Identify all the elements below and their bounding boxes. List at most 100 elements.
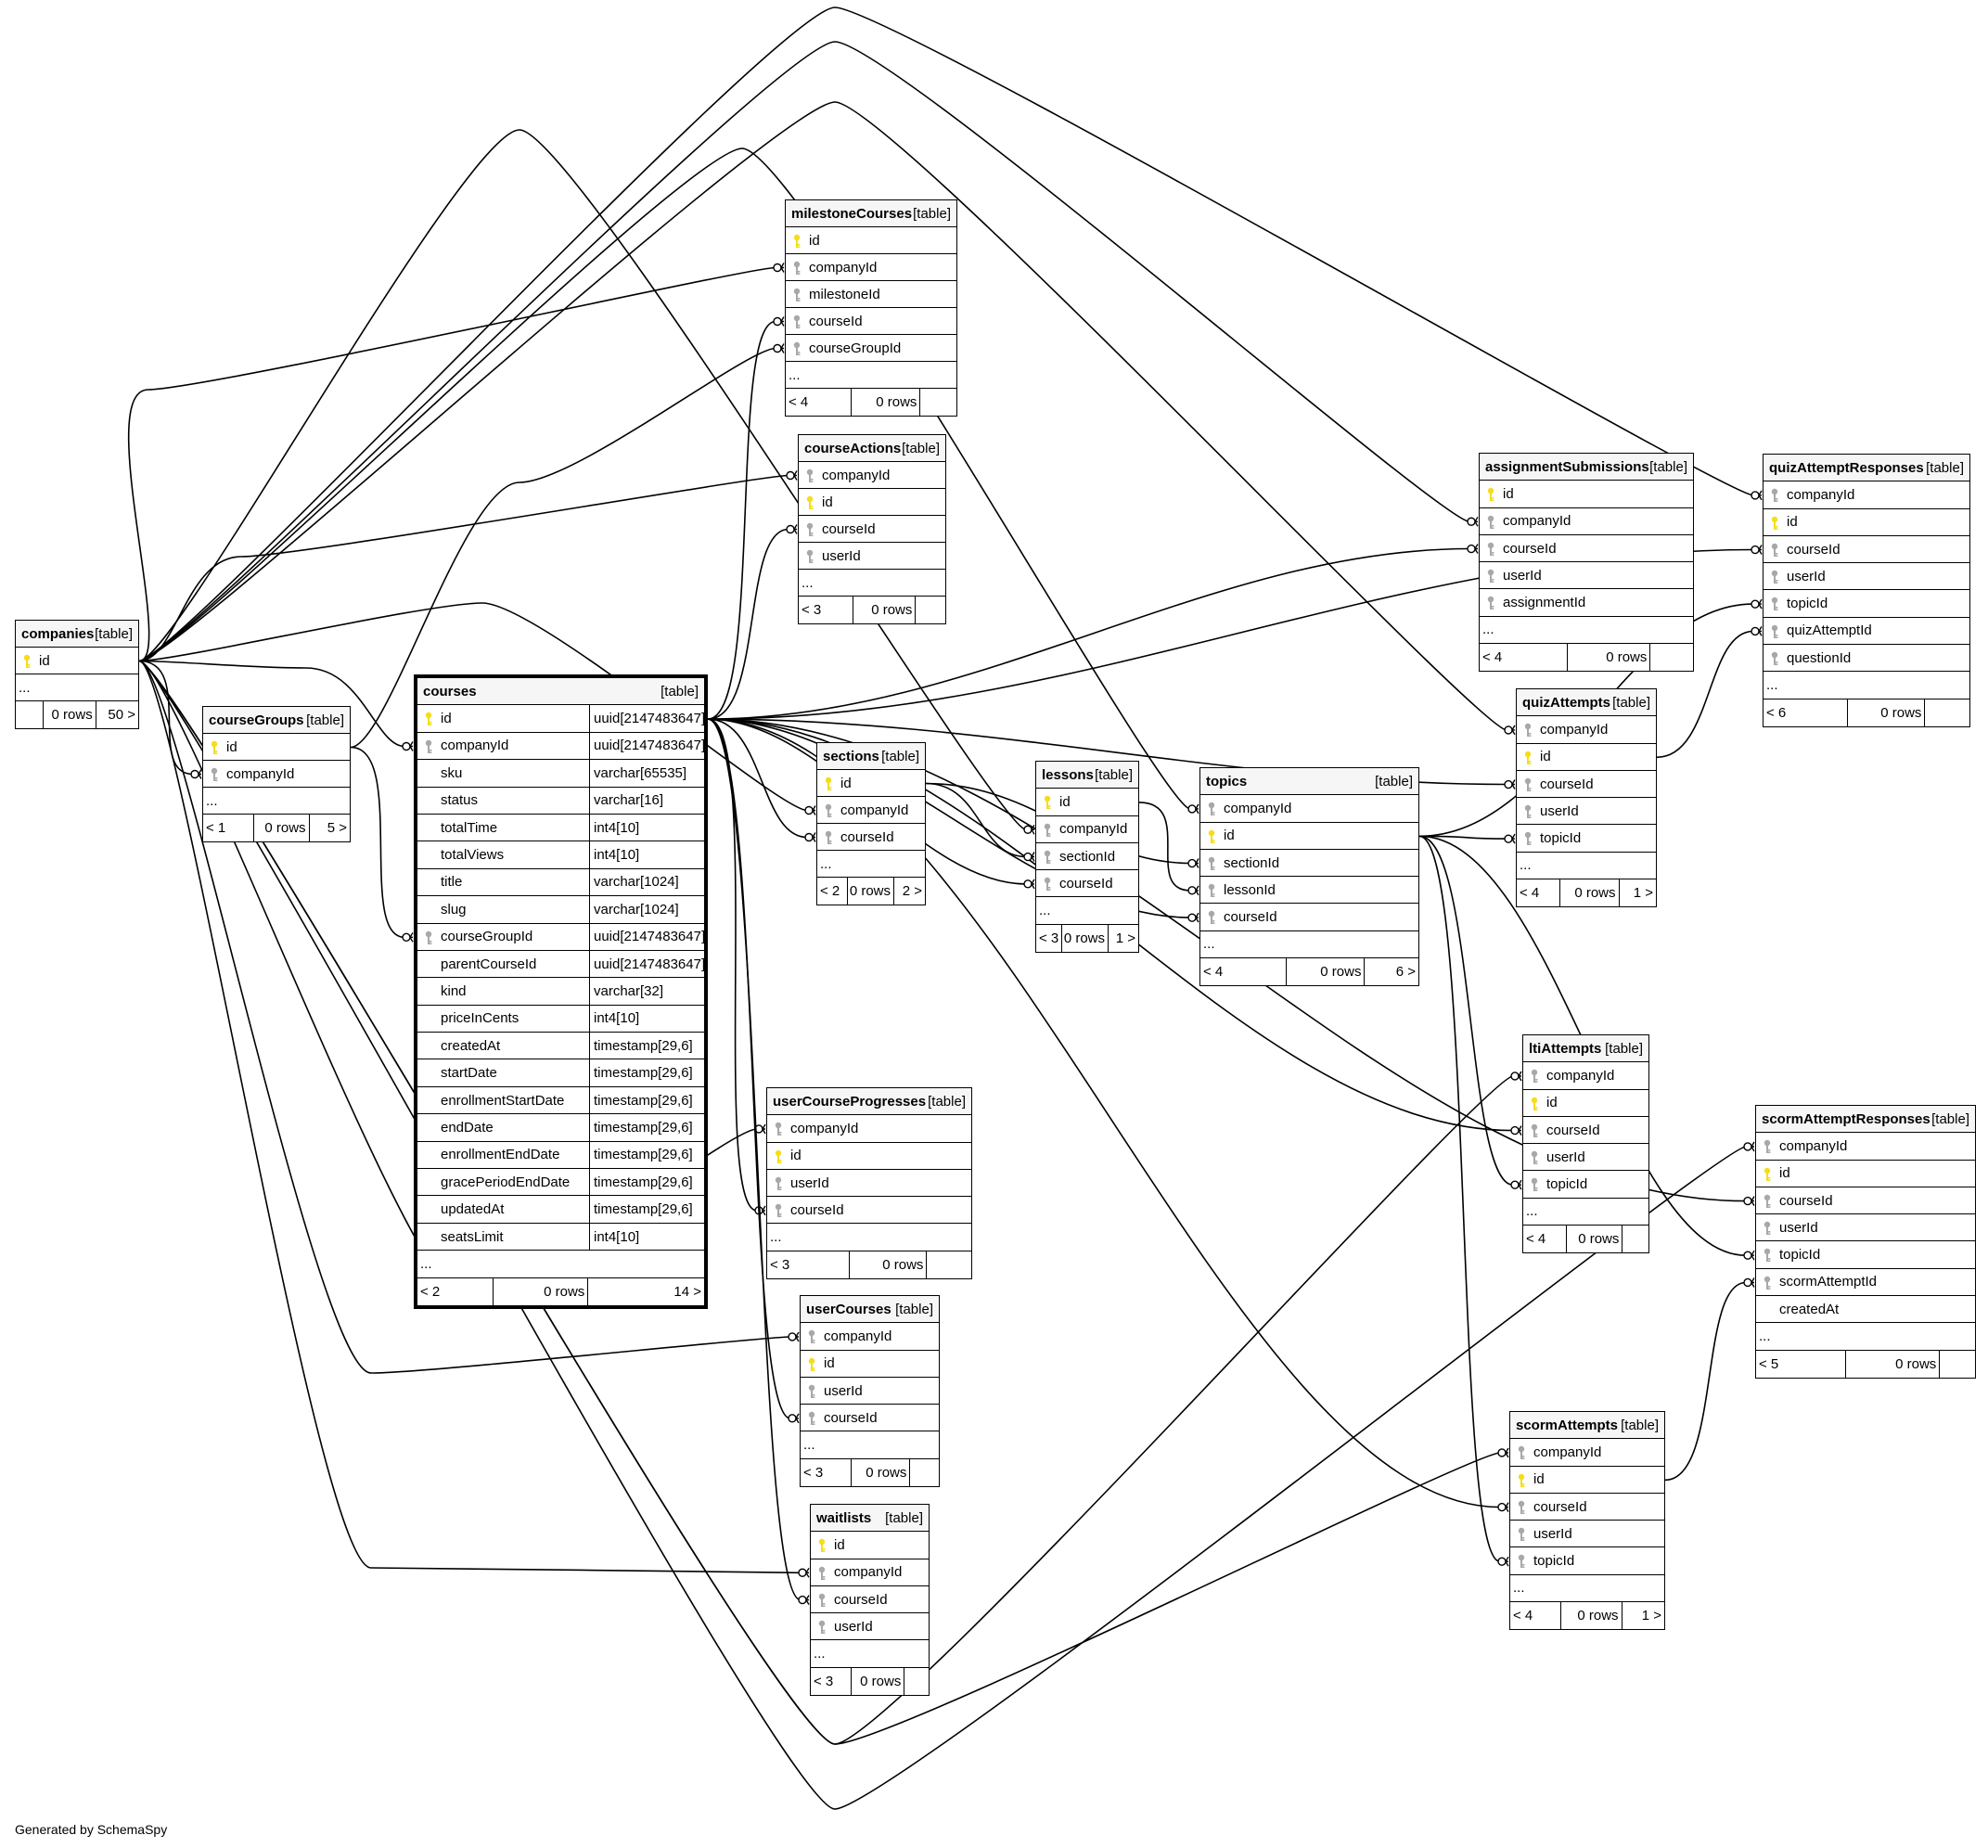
column-row-courseId[interactable]: courseId bbox=[811, 1586, 929, 1614]
column-row-companyId[interactable]: companyId bbox=[811, 1559, 929, 1586]
children-count[interactable] bbox=[1622, 1226, 1648, 1252]
column-row-courseId[interactable]: courseId bbox=[1756, 1187, 1975, 1215]
column-row-courseId[interactable]: courseId bbox=[1510, 1494, 1664, 1521]
parents-count[interactable] bbox=[16, 701, 44, 728]
parents-count[interactable]: < 5 bbox=[1756, 1350, 1847, 1378]
column-row-companyId[interactable]: companyId bbox=[1523, 1062, 1648, 1090]
parents-count[interactable]: < 2 bbox=[417, 1277, 494, 1305]
column-row-userId[interactable]: userId bbox=[799, 543, 945, 570]
children-count[interactable] bbox=[1925, 699, 1969, 726]
column-row-questionId[interactable]: questionId bbox=[1764, 645, 1969, 673]
column-row-lessonId[interactable]: lessonId bbox=[1200, 877, 1418, 905]
parents-count[interactable]: < 3 bbox=[799, 597, 854, 623]
column-row-courseId[interactable]: courseId bbox=[1517, 771, 1656, 799]
column-row-assignmentId[interactable]: assignmentId bbox=[1480, 589, 1693, 617]
more-columns[interactable]: ... bbox=[1200, 931, 1418, 959]
more-columns[interactable]: ... bbox=[16, 674, 138, 701]
more-columns[interactable]: ... bbox=[1036, 897, 1138, 925]
column-row-createdAt[interactable]: createdAt bbox=[1756, 1296, 1975, 1324]
children-count[interactable]: 14 > bbox=[673, 1283, 701, 1300]
parents-count[interactable]: < 3 bbox=[767, 1251, 851, 1279]
more-columns[interactable]: ... bbox=[817, 851, 925, 878]
parents-count[interactable]: < 2 bbox=[817, 878, 849, 905]
column-row-id[interactable]: id bbox=[799, 489, 945, 516]
parents-count[interactable]: < 4 bbox=[1510, 1602, 1562, 1630]
column-row-id[interactable]: id bbox=[811, 1532, 929, 1559]
parents-count[interactable]: < 6 bbox=[1764, 699, 1849, 726]
more-columns[interactable]: ... bbox=[767, 1224, 971, 1251]
column-row-courseId[interactable]: courseId bbox=[767, 1197, 971, 1225]
column-row-quizAttemptId[interactable]: quizAttemptId bbox=[1764, 618, 1969, 646]
column-row-id[interactable]: id bbox=[1517, 744, 1656, 771]
parents-count[interactable]: < 4 bbox=[1517, 879, 1561, 907]
children-count[interactable] bbox=[916, 597, 945, 623]
column-row-userId[interactable]: userId bbox=[1510, 1521, 1664, 1548]
more-columns[interactable]: ... bbox=[786, 362, 956, 389]
column-row-courseId[interactable]: courseId bbox=[1523, 1117, 1648, 1145]
more-columns[interactable]: ... bbox=[801, 1431, 939, 1459]
column-row-courseId[interactable]: courseId bbox=[1764, 536, 1969, 564]
parents-count[interactable]: < 3 bbox=[1036, 924, 1062, 953]
children-count[interactable]: 2 > bbox=[902, 883, 922, 899]
column-row-userId[interactable]: userId bbox=[1764, 563, 1969, 591]
children-count[interactable]: 1 > bbox=[1633, 885, 1653, 902]
column-row-topicId[interactable]: topicId bbox=[1756, 1241, 1975, 1269]
column-row-sectionId[interactable]: sectionId bbox=[1036, 843, 1138, 871]
children-count[interactable] bbox=[920, 389, 956, 416]
parents-count[interactable]: < 3 bbox=[801, 1458, 853, 1487]
children-count[interactable]: 1 > bbox=[1115, 930, 1135, 946]
column-row-milestoneId[interactable]: milestoneId bbox=[786, 281, 956, 308]
more-columns[interactable]: ... bbox=[799, 570, 945, 597]
column-row-companyId[interactable]: companyId bbox=[1200, 795, 1418, 823]
more-columns[interactable]: ... bbox=[811, 1640, 929, 1668]
column-row-topicId[interactable]: topicId bbox=[1764, 590, 1969, 618]
column-row-companyId[interactable]: companyId bbox=[1756, 1133, 1975, 1161]
column-row-courseId[interactable]: courseId bbox=[801, 1405, 939, 1432]
column-row-companyId[interactable]: companyId bbox=[786, 254, 956, 281]
more-columns[interactable]: ... bbox=[1764, 672, 1969, 699]
children-count[interactable] bbox=[1650, 644, 1693, 671]
column-row-companyId[interactable]: companyId bbox=[1517, 716, 1656, 744]
column-row-courseId[interactable]: courseId bbox=[1200, 904, 1418, 931]
children-count[interactable] bbox=[904, 1668, 929, 1695]
column-row-id[interactable]: id bbox=[1764, 509, 1969, 536]
column-row-companyId[interactable]: companyId bbox=[801, 1323, 939, 1351]
column-row-userId[interactable]: userId bbox=[1480, 562, 1693, 590]
parents-count[interactable]: < 1 bbox=[203, 815, 255, 841]
parents-count[interactable]: < 3 bbox=[811, 1667, 853, 1696]
parents-count[interactable]: < 4 bbox=[1523, 1226, 1568, 1253]
more-columns[interactable]: ... bbox=[1756, 1323, 1975, 1351]
children-count[interactable] bbox=[927, 1251, 971, 1278]
parents-count[interactable]: < 4 bbox=[1480, 644, 1569, 672]
column-row-sectionId[interactable]: sectionId bbox=[1200, 850, 1418, 878]
column-row-courseId[interactable]: courseId bbox=[817, 824, 925, 851]
column-row-userId[interactable]: userId bbox=[1523, 1144, 1648, 1172]
more-columns[interactable]: ... bbox=[1510, 1575, 1664, 1603]
more-columns[interactable]: ... bbox=[1523, 1199, 1648, 1226]
column-row-id[interactable]: id bbox=[1756, 1161, 1975, 1187]
column-row-userId[interactable]: userId bbox=[1517, 798, 1656, 826]
